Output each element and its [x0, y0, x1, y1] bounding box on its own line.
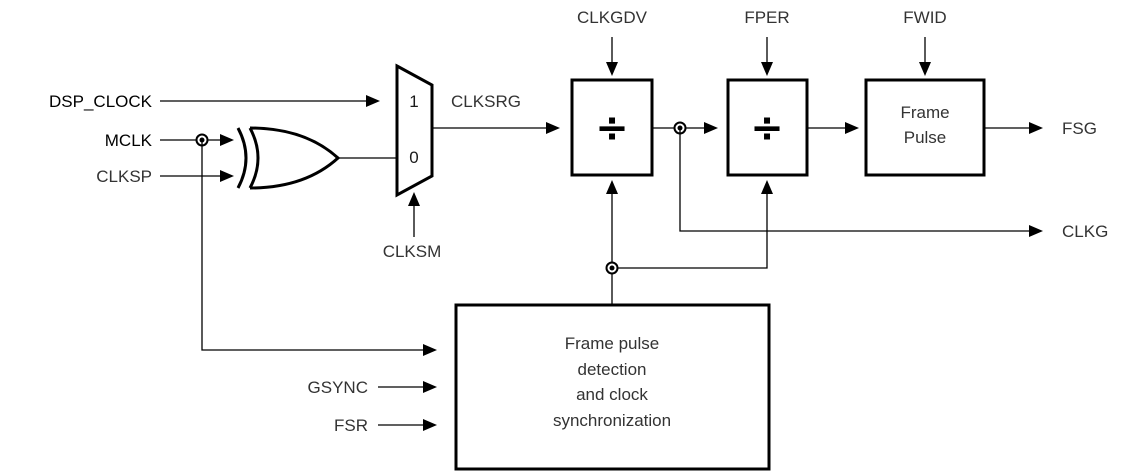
xor-gate — [236, 126, 341, 190]
clksm-arrow — [408, 192, 420, 206]
frame-pulse-input-arrow — [845, 122, 859, 134]
clkgdv-label: CLKGDV — [577, 8, 648, 27]
mclk-tap-wire — [201, 140, 425, 351]
fper-divider-block — [726, 78, 809, 177]
clkg-label: CLKG — [1062, 222, 1108, 241]
sync-label-line4: synchronization — [553, 411, 671, 430]
clkg-output-wire — [679, 128, 1030, 232]
clkgdv-divider-block — [570, 78, 654, 177]
sync-junction-core — [609, 265, 615, 271]
mux-input-1-label: 1 — [409, 92, 418, 111]
fsr-arrow — [423, 419, 437, 431]
frame-sync-block — [454, 303, 771, 471]
clksrg-arrow — [546, 122, 560, 134]
mclk-tap-arrow — [423, 344, 437, 356]
clkgdv-arrow — [606, 62, 618, 76]
mclk-label: MCLK — [105, 131, 153, 150]
clksm-label: CLKSM — [383, 242, 442, 261]
fper-label: FPER — [744, 8, 789, 27]
sync-label-line2: detection — [578, 360, 647, 379]
fsr-label: FSR — [334, 416, 368, 435]
fper-sync-wire — [612, 192, 768, 269]
fper-sync-arrow — [761, 180, 773, 194]
fper-arrow — [761, 62, 773, 76]
frame-pulse-label-line1: Frame — [900, 103, 949, 122]
sync-label-line1: Frame pulse — [565, 334, 659, 353]
sync-label-line3: and clock — [576, 385, 648, 404]
fwid-label: FWID — [903, 8, 946, 27]
frame-pulse-block — [864, 78, 986, 177]
multiplexer — [395, 63, 434, 198]
fsg-output-arrow — [1029, 122, 1043, 134]
fsg-label: FSG — [1062, 119, 1097, 138]
dsp-clock-label: DSP_CLOCK — [49, 92, 153, 111]
gsync-label: GSYNC — [308, 378, 368, 397]
frame-pulse-label-line2: Pulse — [904, 128, 947, 147]
clksp-arrow — [220, 170, 234, 182]
fper-input-arrow — [704, 122, 718, 134]
clksrg-label: CLKSRG — [451, 92, 521, 111]
gsync-arrow — [423, 381, 437, 393]
clksp-label: CLKSP — [96, 167, 152, 186]
clkgdv-sync-arrow — [606, 180, 618, 194]
mclk-arrow — [220, 134, 234, 146]
mux-input-0-label: 0 — [409, 148, 418, 167]
dsp-clock-arrow — [366, 95, 380, 107]
fper-divide-symbol: ÷ — [750, 105, 784, 151]
clkg-output-arrow — [1029, 225, 1043, 237]
clkgdv-divide-symbol: ÷ — [595, 105, 629, 151]
fwid-arrow — [919, 62, 931, 76]
